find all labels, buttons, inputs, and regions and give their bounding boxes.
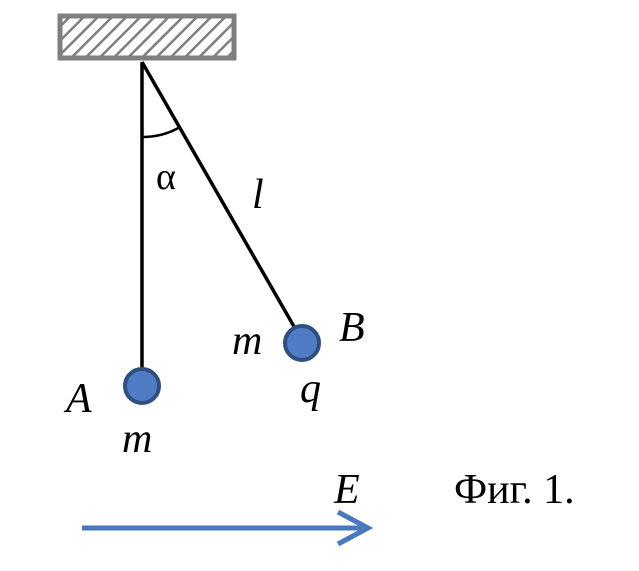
string-b	[140, 61, 298, 331]
ceiling-support	[57, 13, 237, 61]
ball-b-charge-label: q	[300, 366, 321, 412]
ball-b-mass-label: m	[232, 318, 262, 364]
field-arrow-head	[336, 509, 374, 547]
length-label: l	[252, 172, 264, 218]
angle-arc	[141, 125, 181, 139]
angle-label: α	[156, 156, 176, 198]
figure-caption: Фиг. 1.	[454, 467, 575, 513]
field-label: E	[333, 467, 360, 513]
ball-a-mass-label: m	[122, 416, 152, 462]
ball-b	[283, 324, 321, 362]
ball-a-name-label: A	[63, 376, 92, 422]
ball-b-name-label: B	[339, 305, 365, 351]
ball-a	[123, 367, 161, 405]
